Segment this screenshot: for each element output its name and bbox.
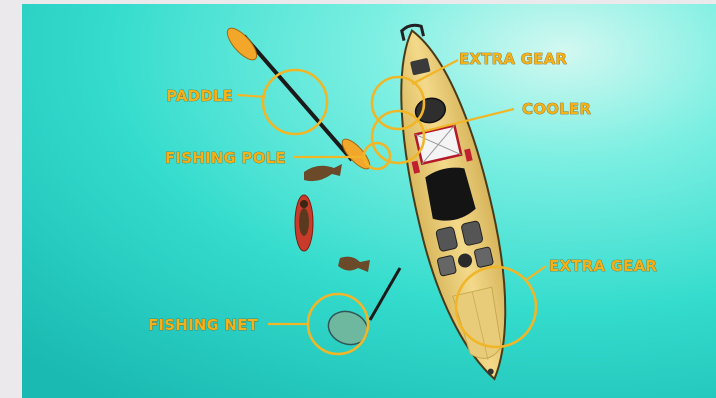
fishing-net-label: FISHING NET (148, 316, 259, 334)
swimmer (295, 195, 313, 251)
water-background (22, 4, 716, 398)
extra-gear-top-label: EXTRA GEAR (459, 50, 567, 68)
extra-gear-bottom-label: EXTRA GEAR (549, 257, 657, 275)
fishing-pole-label: FISHING POLE (165, 149, 286, 167)
kayak-diagram: PADDLE EXTRA GEAR COOLER FISHING POLE EX… (22, 4, 716, 398)
cooler-label: COOLER (522, 100, 591, 118)
paddle-label: PADDLE (166, 87, 233, 105)
